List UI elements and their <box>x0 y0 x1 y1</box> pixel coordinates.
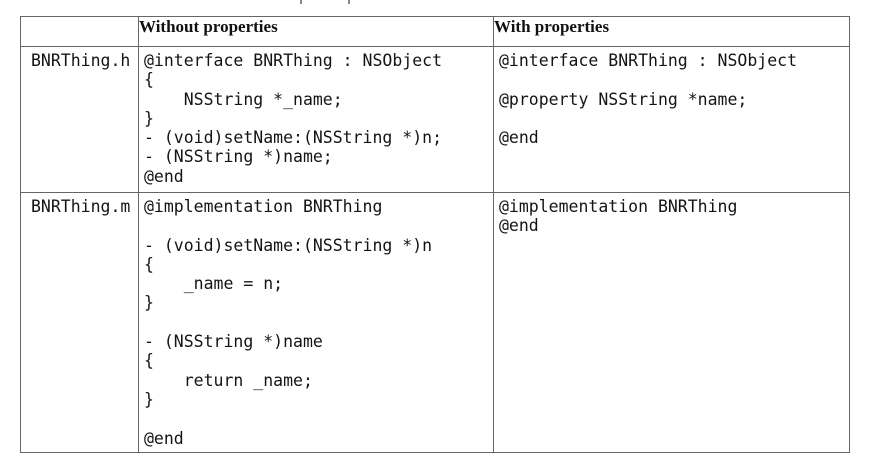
table-row-bnrthing-h: BNRThing.h @interface BNRThing : NSObjec… <box>20 46 850 193</box>
header-cell-without-properties: Without properties <box>138 16 494 47</box>
header-row: Without properties With properties <box>20 16 850 47</box>
header-cell-with-properties: With properties <box>493 16 850 47</box>
file-label: BNRThing.h <box>31 51 131 70</box>
code-cell-with-properties-m: @implementation BNRThing @end <box>493 192 850 453</box>
row-label-cell: BNRThing.m <box>20 192 139 453</box>
code-block: @implementation BNRThing @end <box>499 197 738 236</box>
cropped-caption-descender <box>348 0 350 4</box>
code-cell-with-properties-h: @interface BNRThing : NSObject @property… <box>493 46 850 193</box>
code-cell-without-properties-m: @implementation BNRThing - (void)setName… <box>138 192 494 453</box>
header-cell-empty <box>20 16 139 47</box>
code-block: @implementation BNRThing - (void)setName… <box>144 197 433 448</box>
properties-comparison-table: Without properties With properties BNRTh… <box>20 16 850 453</box>
code-block: @interface BNRThing : NSObject @property… <box>499 51 798 148</box>
code-block: @interface BNRThing : NSObject { NSStrin… <box>144 51 443 186</box>
file-label: BNRThing.m <box>31 197 131 216</box>
table-row-bnrthing-m: BNRThing.m @implementation BNRThing - (v… <box>20 192 850 453</box>
cropped-caption-descender <box>300 0 302 4</box>
row-label-cell: BNRThing.h <box>20 46 139 193</box>
code-cell-without-properties-h: @interface BNRThing : NSObject { NSStrin… <box>138 46 494 193</box>
